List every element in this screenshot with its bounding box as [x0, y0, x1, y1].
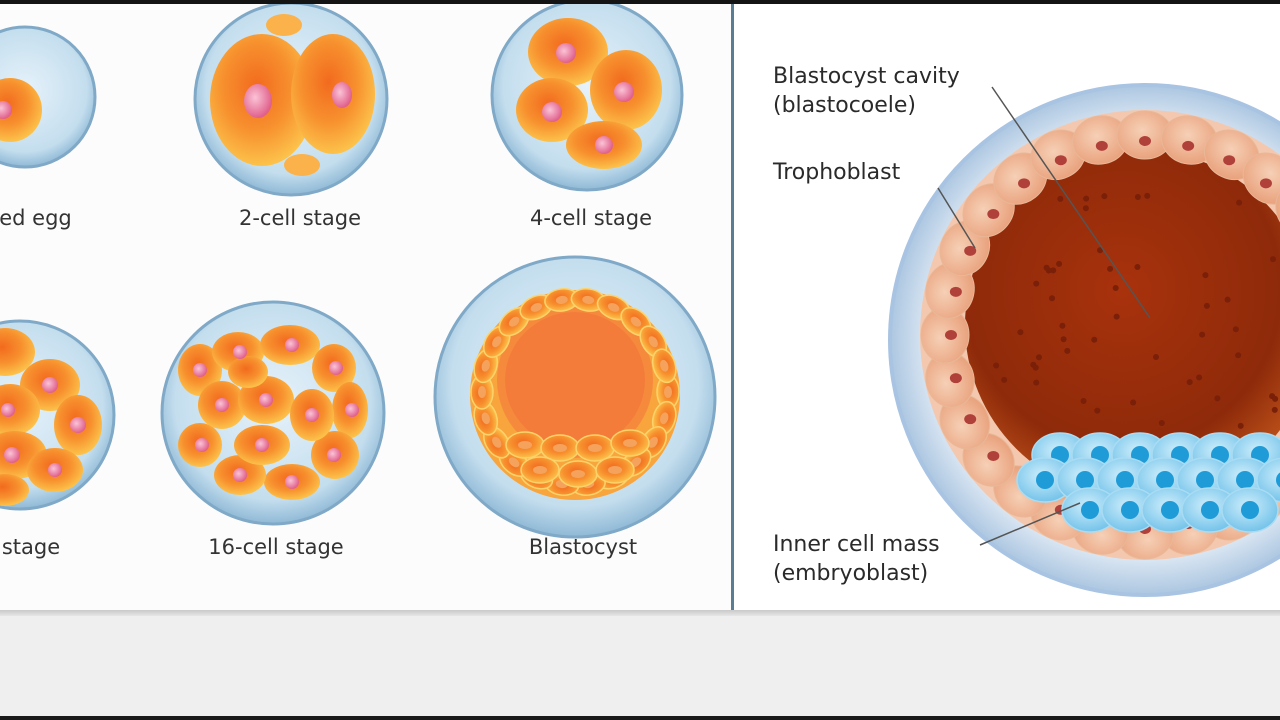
cavity-dot: [1272, 396, 1278, 402]
cavity-dot: [1113, 285, 1119, 291]
cavity-dot: [1017, 329, 1023, 335]
label-four-cell: 4-cell stage: [530, 206, 652, 230]
cavity-dot: [1061, 336, 1067, 342]
cavity-dot: [1159, 420, 1165, 426]
cavity-dot: [1036, 354, 1042, 360]
four-cell-figure: [492, 0, 682, 190]
label-fertilized-egg: zed egg: [0, 206, 72, 230]
cavity-dot: [1064, 348, 1070, 354]
cavity-dot: [1272, 407, 1278, 413]
trophoblast-nucleus: [1223, 155, 1235, 165]
cavity-dot: [1130, 400, 1136, 406]
two-cell-figure: [195, 3, 387, 195]
cavity-dot: [1135, 194, 1141, 200]
cavity-dot: [1059, 323, 1065, 329]
blastocyst-icm-nucleus: [571, 470, 585, 478]
cavity-dot: [1057, 196, 1063, 202]
cavity-dot: [1094, 408, 1100, 414]
cavity-dot: [1033, 365, 1039, 371]
cavity-dot: [1153, 354, 1159, 360]
label-eight-cell: stage: [2, 535, 60, 559]
cavity-dot: [1144, 193, 1150, 199]
cavity-dot: [1196, 374, 1202, 380]
cavity-dot: [1235, 352, 1241, 358]
cavity-dot: [1202, 272, 1208, 278]
icm-nucleus: [1201, 501, 1219, 519]
label-sixteen-cell: 16-cell stage: [208, 535, 343, 559]
cavity-dot: [1083, 196, 1089, 202]
icm-nucleus: [1156, 471, 1174, 489]
icm-nucleus: [1081, 501, 1099, 519]
cavity-dot: [1199, 332, 1205, 338]
trophoblast-nucleus: [950, 373, 962, 383]
callout-icm-line1: Inner cell mass: [773, 530, 940, 559]
icm-nucleus: [1036, 471, 1054, 489]
cavity-dot: [1033, 281, 1039, 287]
blastocyst-nucleus: [478, 386, 486, 398]
trophoblast-nucleus: [1055, 155, 1067, 165]
icm-nucleus: [1241, 501, 1259, 519]
cavity-dot: [1238, 423, 1244, 429]
blastocyst-icm-nucleus: [553, 444, 567, 452]
trophoblast-nucleus: [945, 330, 957, 340]
callout-icm-line2: (embryoblast): [773, 559, 940, 588]
label-two-cell: 2-cell stage: [239, 206, 361, 230]
callout-trophoblast: Trophoblast: [773, 158, 900, 187]
icm-nucleus: [1161, 501, 1179, 519]
label-blastocyst: Blastocyst: [529, 535, 637, 559]
cavity-dot: [1114, 314, 1120, 320]
icm-nucleus: [1076, 471, 1094, 489]
callout-inner-cell-mass: Inner cell mass (embryoblast): [773, 530, 940, 588]
cavity-dot: [1236, 200, 1242, 206]
cavity-dot: [1225, 297, 1231, 303]
trophoblast-nucleus: [987, 451, 999, 461]
cavity-dot: [1204, 303, 1210, 309]
cavity-dot: [1081, 398, 1087, 404]
icm-nucleus: [1196, 471, 1214, 489]
cavity-dot: [1044, 265, 1050, 271]
blastocyst-icm-nucleus: [518, 441, 532, 449]
cavity-dot: [1091, 337, 1097, 343]
cavity-dot: [1187, 379, 1193, 385]
blastocyst-nucleus: [664, 386, 672, 398]
trophoblast-nucleus: [987, 209, 999, 219]
sixteen-cell-figure: [162, 302, 384, 524]
trophoblast-nucleus: [964, 414, 976, 424]
blastocyst-icm-nucleus: [623, 439, 637, 447]
blastocyst-icm-nucleus: [608, 466, 622, 474]
cavity-dot: [1134, 264, 1140, 270]
cavity-dot: [1056, 261, 1062, 267]
callout-cavity-line2: (blastocoele): [773, 91, 960, 120]
cavity-dot: [1049, 295, 1055, 301]
icm-nucleus: [1236, 471, 1254, 489]
cavity-dot: [1270, 256, 1276, 262]
trophoblast-nucleus: [1182, 141, 1194, 151]
cavity-dot: [1214, 395, 1220, 401]
icm-nucleus: [1116, 471, 1134, 489]
eight-cell-figure: [0, 321, 114, 509]
callout-cavity-line1: Blastocyst cavity: [773, 62, 960, 91]
cavity-dot: [1033, 380, 1039, 386]
blastocyst-icm-nucleus: [588, 444, 602, 452]
trophoblast-nucleus: [1260, 178, 1272, 188]
icm-nucleus: [1121, 501, 1139, 519]
cavity-dot: [1107, 266, 1113, 272]
cavity-dot: [1233, 326, 1239, 332]
cavity-dot: [1101, 193, 1107, 199]
fertilized-egg-figure: [0, 27, 95, 167]
trophoblast-nucleus: [1096, 141, 1108, 151]
trophoblast-nucleus: [1018, 178, 1030, 188]
trophoblast-nucleus: [1139, 136, 1151, 146]
trophoblast-nucleus: [950, 287, 962, 297]
blastocyst-small-figure: [435, 257, 715, 537]
cavity-dot: [993, 363, 999, 369]
callout-blastocyst-cavity: Blastocyst cavity (blastocoele): [773, 62, 960, 120]
blastocyst-detail-figure: [890, 85, 1280, 595]
cavity-dot: [1001, 377, 1007, 383]
cavity-dot: [1083, 205, 1089, 211]
blastocyst-icm-nucleus: [533, 466, 547, 474]
